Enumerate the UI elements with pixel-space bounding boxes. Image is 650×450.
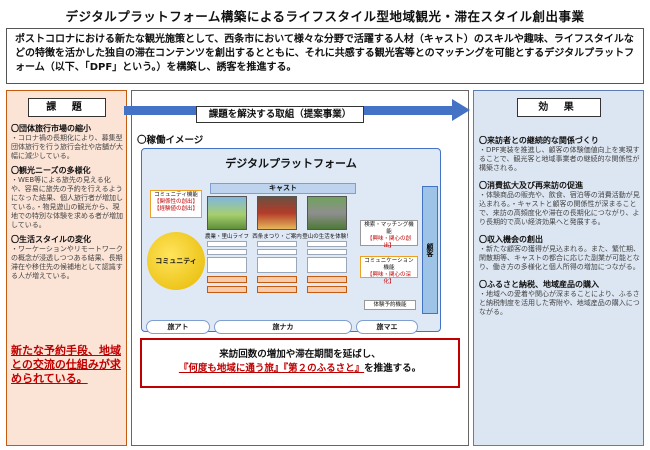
- matching-feature-box: 検索・マッチング機能 【興味・関心の創出】: [360, 220, 418, 249]
- community-feature-sub1: 【関係性の創出】: [153, 199, 198, 205]
- detail-row: [307, 286, 347, 293]
- issues-list: 〇団体旅行市場の縮小 ・コロナ禍の長期化により、募集型団体旅行を行う旅行会社や店…: [11, 124, 123, 281]
- detail-row: [307, 241, 347, 247]
- community-feature-sub2: 【経験値の創出】: [153, 206, 198, 212]
- effect-heading: 〇来訪者との継続的な関係づくり: [479, 136, 599, 145]
- effects-panel: [473, 90, 644, 446]
- guest-bar: 顧客: [422, 186, 438, 314]
- issue-text: ・コロナ禍の長期化により、募集型団体旅行を行う旅行会社や店舗が大幅に減少している…: [11, 134, 123, 160]
- effect-heading: 〇消費拡大及び再来訪の促進: [479, 181, 583, 190]
- issue-text: ・WEB等による旅先の見える化や、容易に旅先の予約を行えるようになった結果、個人…: [11, 176, 123, 229]
- issue-heading: 〇観光ニーズの多様化: [11, 166, 91, 175]
- page-title: デジタルプラットフォーム構築によるライフスタイル型地域観光・滞在スタイル創出事業: [65, 9, 585, 24]
- community-feature-box: コミュニティ機能 【関係性の創出】 【経験値の創出】: [150, 190, 202, 218]
- intro-text: ポストコロナにおける新たな観光施策として、西条市において様々な分野で活躍する人材…: [6, 28, 644, 84]
- detail-row: [257, 257, 297, 273]
- effects-list: 〇来訪者との継続的な関係づくり ・DPF実装を推進し、顧客の体験価値向上を実現す…: [479, 136, 640, 317]
- content-photo-mountain: [307, 196, 347, 230]
- issues-conclusion: 新たな予約手段、地域との交流の仕組みが求められている。: [11, 344, 121, 385]
- detail-row: [307, 257, 347, 273]
- booking-feature-box: 体験予約機能: [364, 300, 416, 310]
- issues-panel: [6, 90, 127, 446]
- detail-row: [307, 276, 347, 283]
- matching-feature-label: 検索・マッチング機能: [364, 222, 414, 235]
- communication-feature-box: コミュニケーション機能 【興味・関心の深化】: [360, 256, 418, 285]
- issue-text: ・ワーケーションやリモートワークの概念が浸透しつつある結果、長期滞在や移住先の候…: [11, 245, 123, 280]
- photo-caption: 登山の生活を体験！: [302, 234, 352, 240]
- effect-text: ・体験商品の販売や、飲食、宿泊等の消費活動が見込まれる。・キャストと顧客の関係性…: [479, 191, 640, 226]
- photo-caption: 農業・里山ライフ: [204, 234, 249, 240]
- cast-bar: キャスト: [210, 183, 356, 194]
- phase-before-trip: 旅マエ: [356, 320, 418, 334]
- effect-heading: 〇ふるさと納税、地域産品の購入: [479, 280, 599, 289]
- detail-row: [207, 286, 247, 293]
- result-highlight: 『何度も地域に通う旅』『第２のふるさと』: [178, 363, 365, 374]
- detail-row: [257, 276, 297, 283]
- matching-feature-sub: 【興味・関心の創出】: [366, 236, 411, 249]
- result-tail: を推進する。: [364, 363, 422, 374]
- effect-text: ・地域への愛着や関心が深まることにより、ふるさと納税制度を活用した寄附や、地域産…: [479, 290, 640, 316]
- effect-heading: 〇収入機会の創出: [479, 235, 543, 244]
- result-line: 来訪回数の増加や滞在期間を延ばし、: [219, 349, 381, 360]
- flow-arrow-head: [452, 99, 470, 121]
- detail-row: [207, 276, 247, 283]
- detail-row: [257, 241, 297, 247]
- photo-caption: 西条まつり・ご案内: [252, 234, 302, 240]
- solution-tag: 課題を解決する取組（提案事業）: [196, 106, 364, 123]
- detail-row: [307, 249, 347, 255]
- effect-text: ・DPF実装を推進し、顧客の体験価値向上を実現することで、観光客と地域事業者の継…: [479, 146, 640, 172]
- detail-row: [207, 257, 247, 273]
- issue-heading: 〇団体旅行市場の縮小: [11, 124, 91, 133]
- content-photo-farm: [207, 196, 247, 230]
- phase-during-trip: 旅ナカ: [214, 320, 352, 334]
- effects-tag: 効 果: [517, 98, 601, 117]
- detail-row: [257, 249, 297, 255]
- platform-title: デジタルプラットフォーム: [225, 157, 357, 170]
- communication-feature-label: コミュニケーション機能: [364, 258, 414, 271]
- community-feature-label: コミュニティ機能: [154, 192, 198, 198]
- result-line: 『何度も地域に通う旅』『第２のふるさと』を推進する。: [142, 362, 458, 376]
- communication-feature-sub: 【興味・関心の深化】: [366, 272, 411, 285]
- content-detail-column: [207, 241, 247, 293]
- result-box: 来訪回数の増加や滞在期間を延ばし、 『何度も地域に通う旅』『第２のふるさと』を推…: [140, 338, 460, 388]
- community-circle: コミュニティ: [147, 232, 205, 290]
- content-detail-column: [307, 241, 347, 293]
- effect-text: ・新たな顧客の獲得が見込まれる。また、繁忙期、閑散期等、キャストの都合に応じた副…: [479, 245, 640, 271]
- detail-row: [257, 286, 297, 293]
- content-detail-column: [257, 241, 297, 293]
- issues-tag: 課 題: [28, 98, 106, 117]
- phase-after-trip: 旅アト: [146, 320, 210, 334]
- detail-row: [207, 241, 247, 247]
- content-photo-festival: [257, 196, 297, 230]
- operation-image-label: 〇稼働イメージ: [137, 135, 204, 146]
- issue-heading: 〇生活スタイルの変化: [11, 235, 91, 244]
- detail-row: [207, 249, 247, 255]
